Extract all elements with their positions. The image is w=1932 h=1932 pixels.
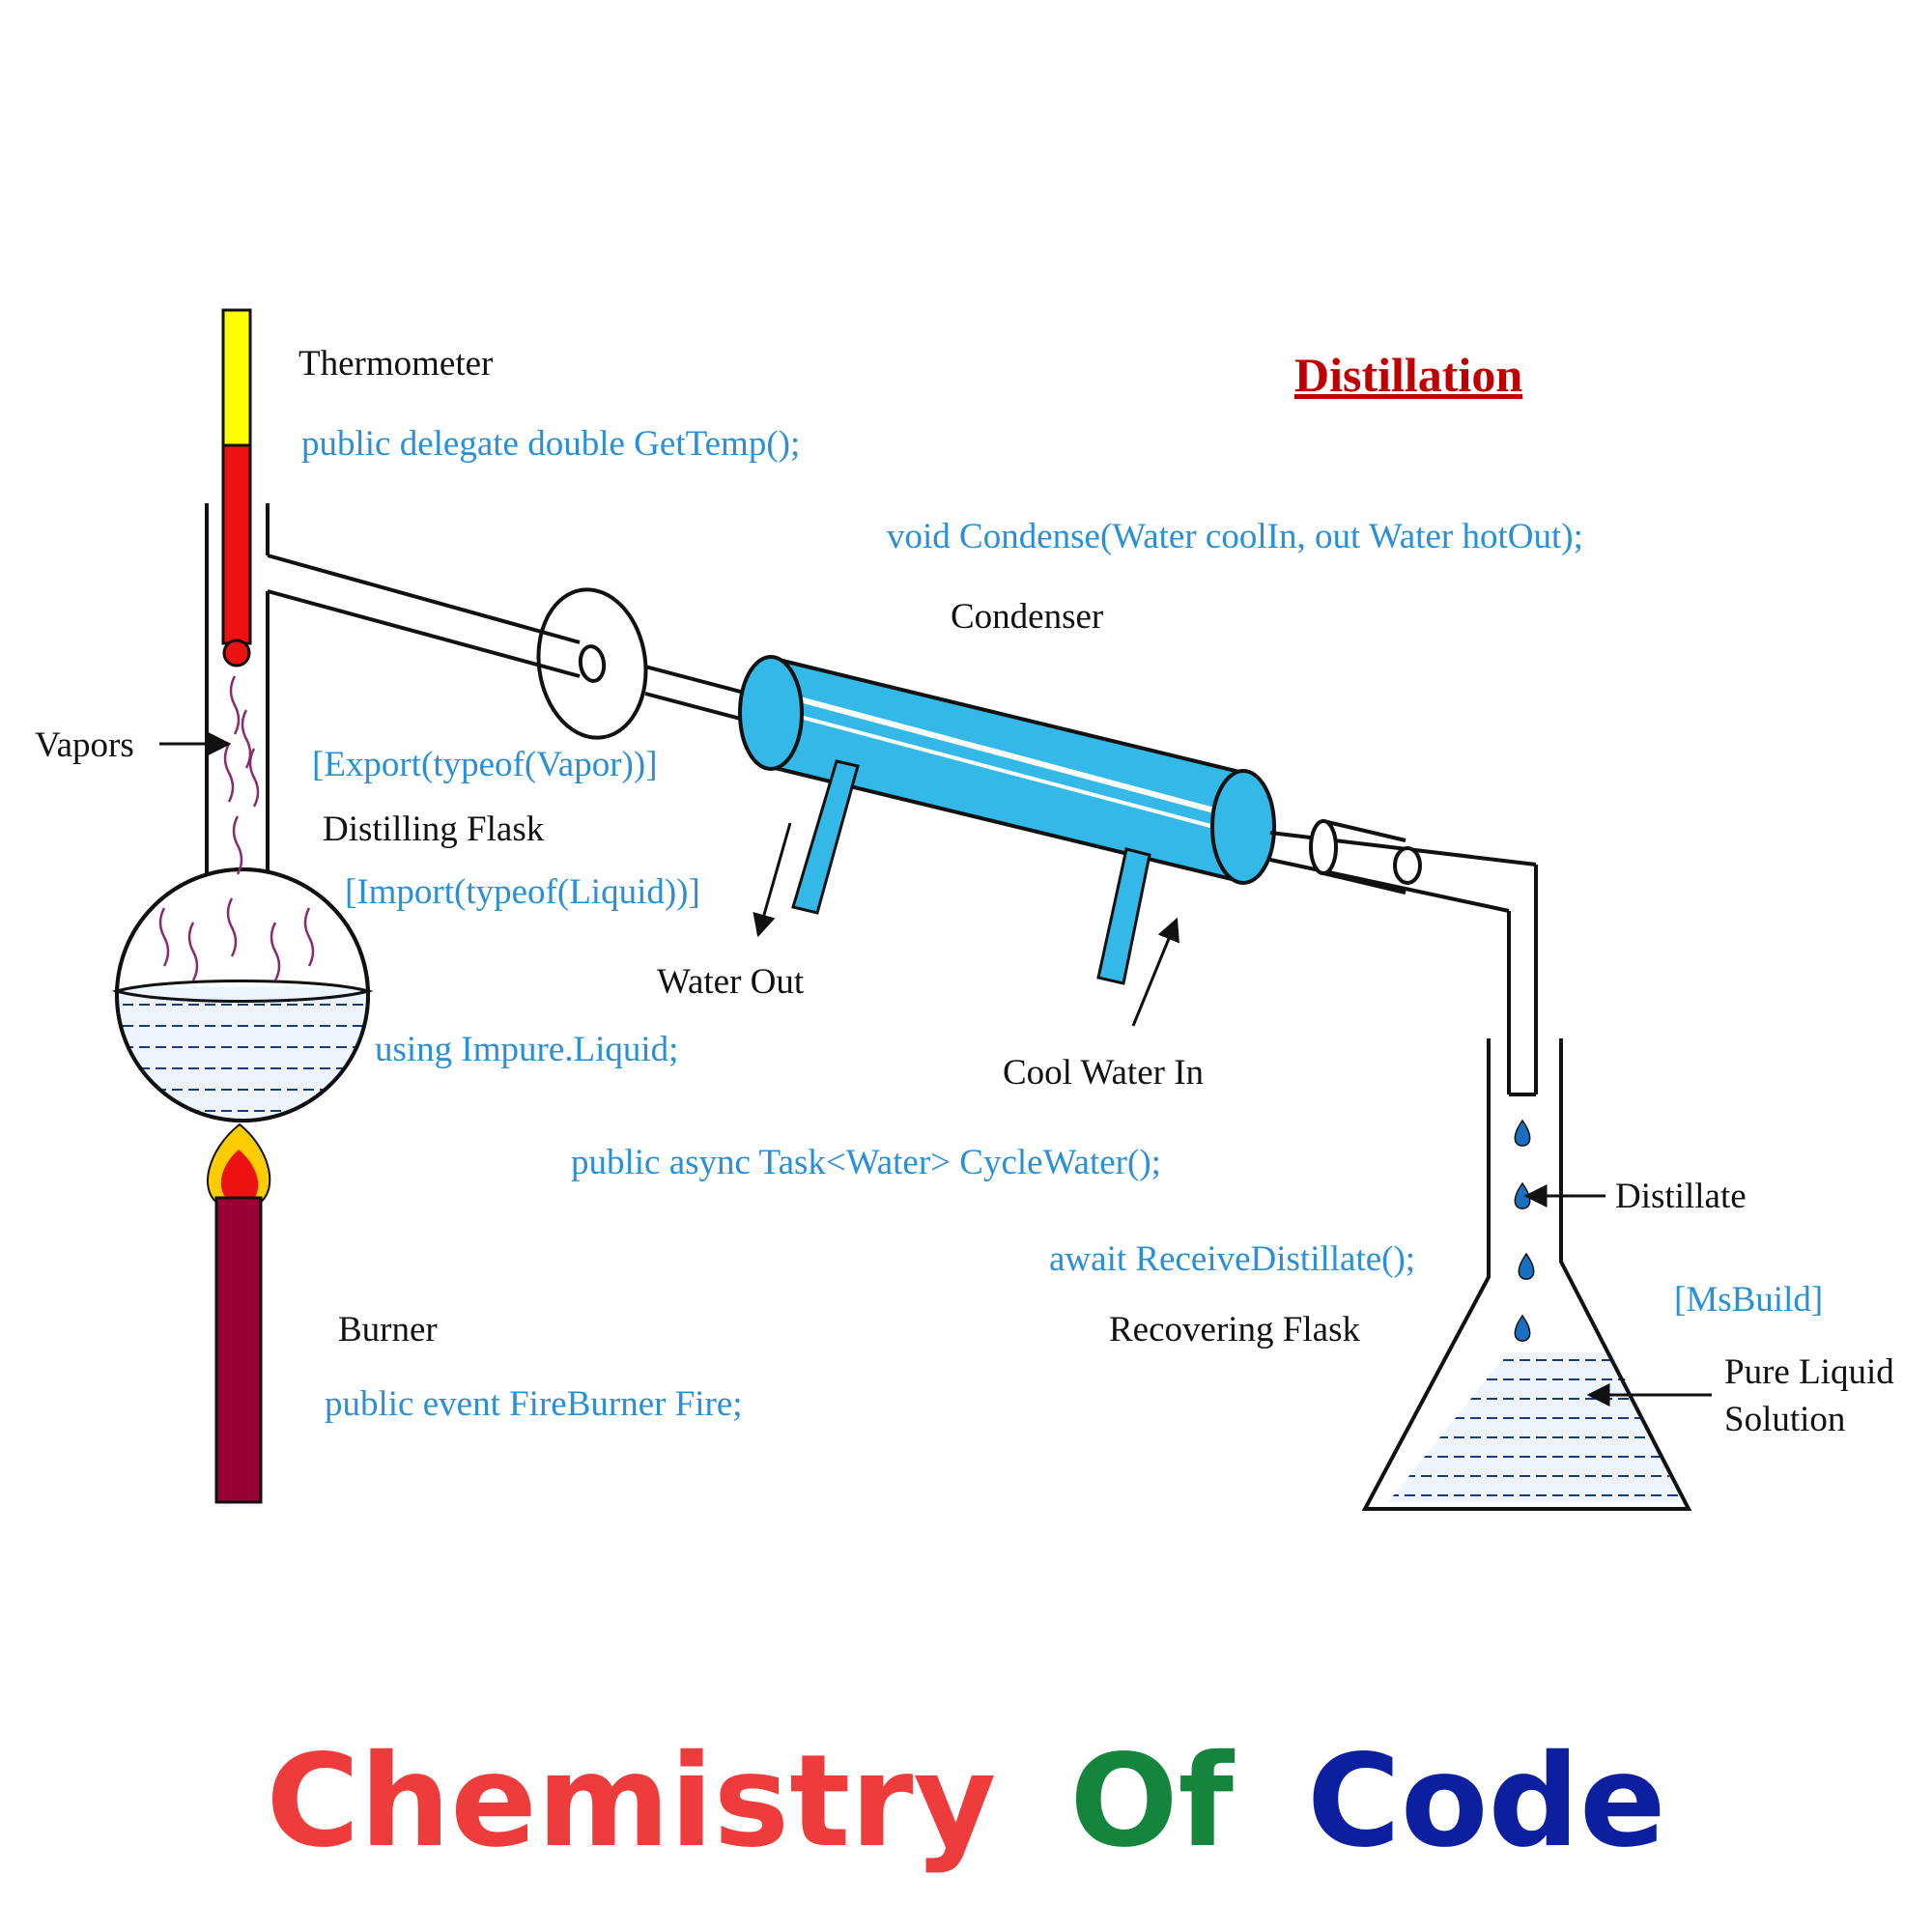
distilling-flask-label: Distilling Flask [323,810,545,849]
distillate-drops [1514,1119,1535,1342]
code-get-temp: public delegate double GetTemp(); [301,424,800,464]
code-using-impure-liquid: using Impure.Liquid; [375,1030,678,1069]
adapter-ring [536,587,648,740]
banner-word-code: Code [1307,1727,1666,1876]
condenser [738,655,1276,885]
banner: Chemistry Of Code [266,1727,1665,1876]
banner-word-of: Of [1069,1727,1235,1876]
banner-word-chemistry: Chemistry [266,1727,996,1876]
cool-water-in-pipe [1096,847,1151,985]
burner-label: Burner [338,1310,438,1350]
vapors-label: Vapors [35,725,134,765]
condenser-label: Condenser [951,597,1103,637]
pure-liquid-label: Pure Liquid [1724,1352,1894,1392]
pure-liquid-solution-label: Solution [1724,1400,1845,1439]
outlet-tube [1269,819,1538,1096]
cool-water-in-arrow [1131,917,1179,1027]
water-out-label: Water Out [657,962,805,1002]
pointer-arrows [159,732,1712,1406]
diagram-title: Distillation [1294,348,1522,402]
distillate-label: Distillate [1615,1177,1747,1216]
water-out-pipe [791,759,860,915]
flask-outline [115,867,370,1122]
recovering-flask-label: Recovering Flask [1109,1310,1360,1350]
flame [207,1122,271,1205]
code-export-vapor: [Export(typeof(Vapor))] [312,745,658,784]
thermometer-label: Thermometer [298,344,493,384]
code-msbuild: [MsBuild] [1674,1280,1823,1320]
burner-body [214,1196,263,1504]
thermometer [221,308,252,668]
code-receive-distillate: await ReceiveDistillate(); [1049,1239,1415,1279]
water-out-arrow [753,822,792,938]
code-fire-burner: public event FireBurner Fire; [325,1384,743,1424]
code-import-liquid: [Import(typeof(Liquid))] [345,872,700,912]
vapor-squiggles [158,675,315,981]
code-condense: void Condense(Water coolIn, out Water ho… [887,517,1583,556]
cool-water-in-label: Cool Water In [1003,1053,1204,1093]
code-cycle-water: public async Task<Water> CycleWater(); [571,1143,1161,1182]
